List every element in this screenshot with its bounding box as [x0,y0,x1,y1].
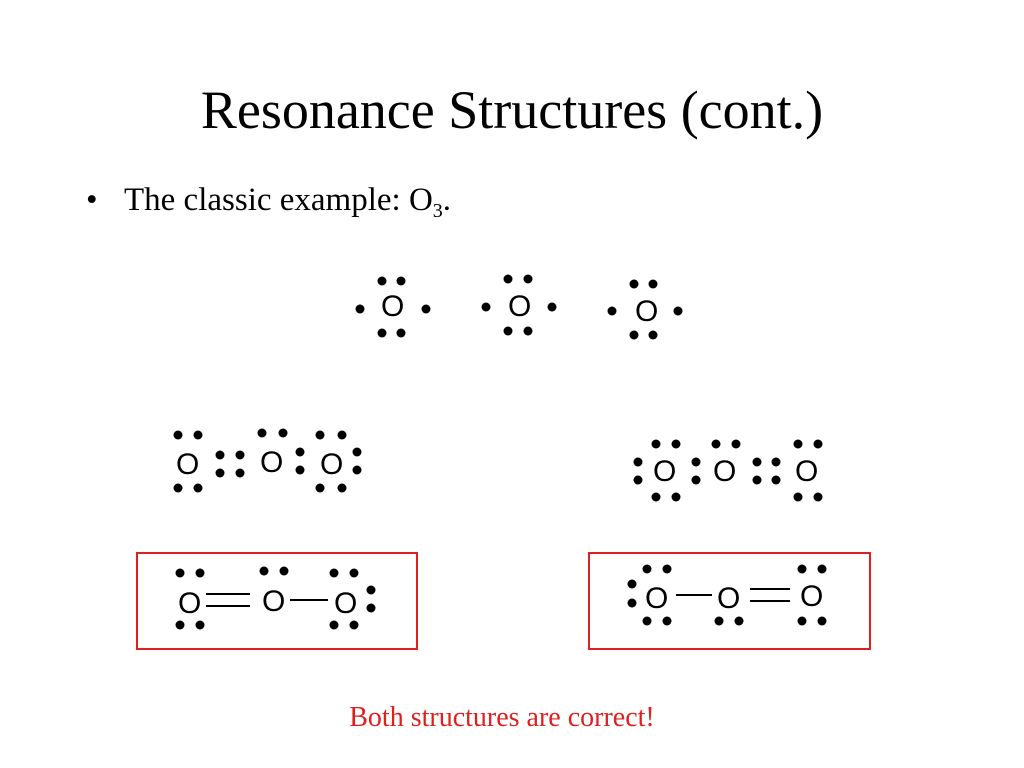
dot-structure-right: O O O [633,439,823,502]
atom-label: O [645,582,668,615]
atom-label: O [713,455,736,488]
atom-label: O [800,580,823,613]
single-atom-2: O [481,274,557,336]
bullet-suffix: . [442,182,452,218]
atom-label: O [260,446,283,479]
bullet-dot-icon: • [86,182,98,218]
highlight-box [588,552,871,650]
electron-dots [627,564,827,626]
bullet-subscript: 3 [432,200,443,222]
electron-dots [481,274,557,336]
slide-title: Resonance Structures (cont.) [200,80,824,140]
single-atom-1: O [355,276,431,338]
bullet-text: The classic example: O [124,182,433,218]
single-atom-3: O [607,279,683,340]
highlight-box [136,552,418,650]
atom-label: O [262,585,285,618]
atom-label: O [320,448,343,481]
atom-label: O [795,455,818,488]
dot-structure-left: O O O [173,428,362,493]
electron-dots [175,566,376,630]
atom-label: O [334,587,357,620]
electron-dots [173,428,362,493]
resonance-structure-left: O O O [136,552,418,650]
atom-label: O [178,587,201,620]
electron-dots [633,439,823,502]
atom-label: O [653,455,676,488]
atom-label: O [717,582,740,615]
caption-text: Both structures are correct! [349,702,655,733]
atom-label: O [635,295,658,328]
bullet-item: • The classic example: O3. [86,180,452,222]
electron-dots [355,276,431,338]
electron-dots [607,279,683,340]
atom-label: O [381,290,404,323]
atom-label: O [176,448,199,481]
atom-label: O [508,290,531,323]
resonance-structure-right: O O O [588,552,871,650]
